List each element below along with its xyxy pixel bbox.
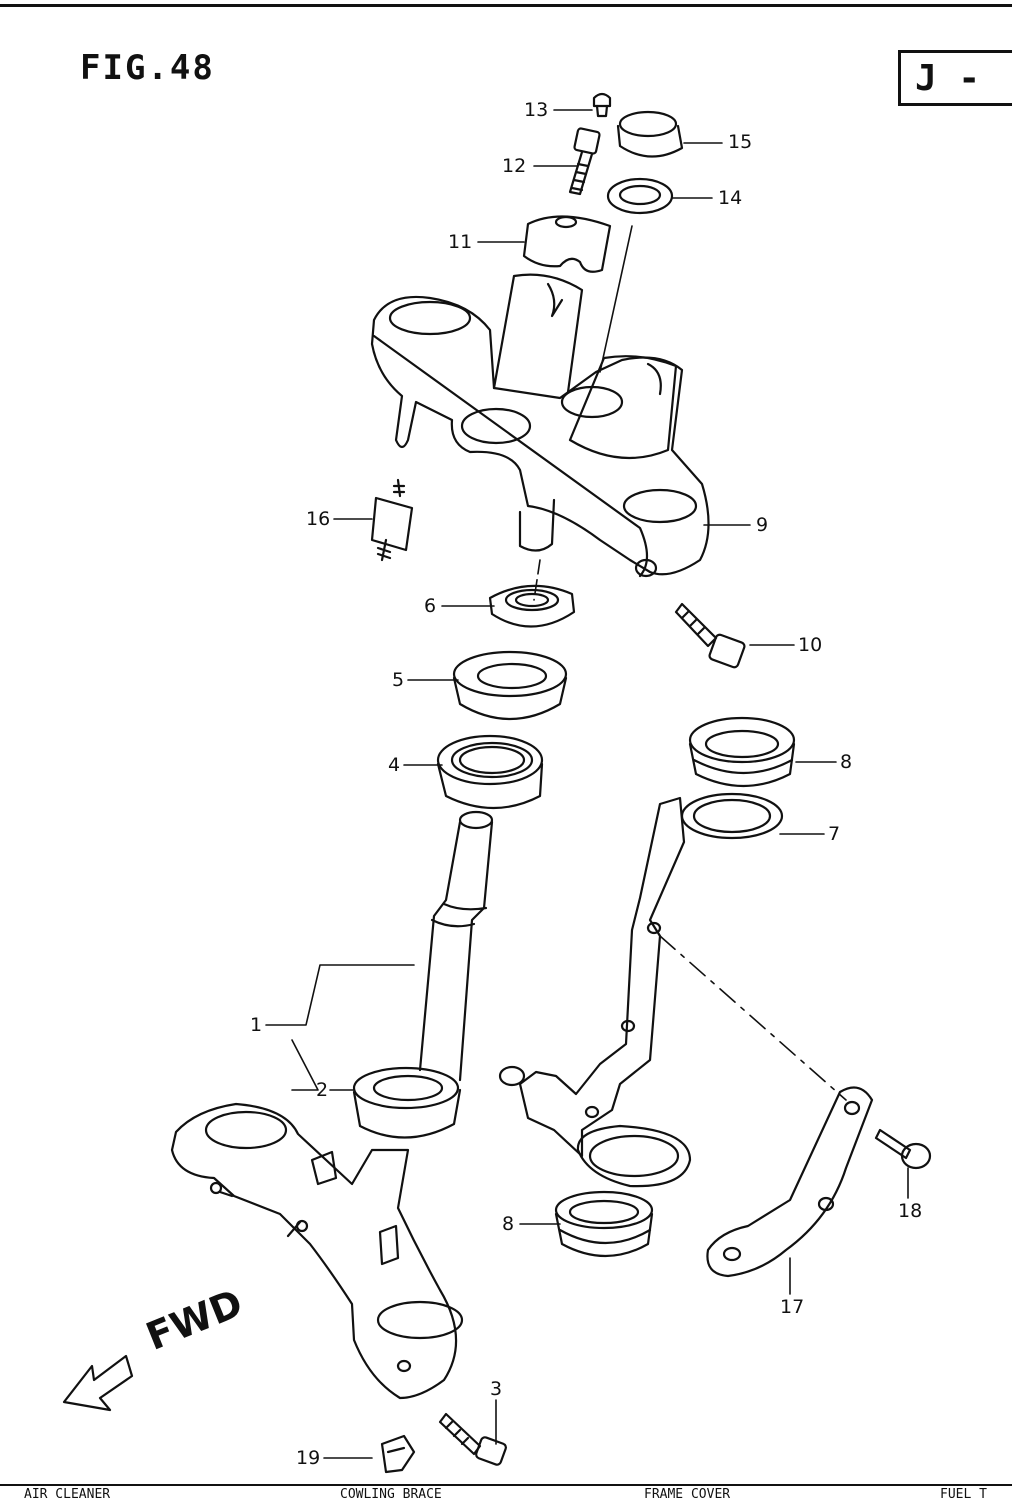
part-19-clip (380, 1434, 416, 1474)
footer-item-1: AIR CLEANER (24, 1487, 111, 1502)
part-8-seal-upper (688, 716, 796, 788)
footer-item-2: COWLING BRACE (340, 1487, 442, 1502)
part-3-bolt (438, 1412, 507, 1466)
leader-lines (265, 109, 909, 1459)
callout-7: 7 (828, 823, 841, 845)
lower-bracket (170, 1102, 464, 1400)
part-9-upper-bracket (370, 273, 710, 578)
callout-17: 17 (780, 1296, 805, 1318)
callout-10: 10 (798, 634, 823, 656)
part-6-nut (488, 584, 576, 628)
part-1-steering-stem (418, 810, 494, 1082)
part-11-handlebar-clamp (522, 215, 612, 273)
part-15-cap (616, 110, 684, 158)
callout-13: 13 (524, 99, 549, 121)
part-5-race (452, 650, 568, 720)
part-14-washer (606, 177, 674, 215)
callout-4: 4 (388, 754, 401, 776)
part-17-plate (706, 1086, 874, 1278)
callout-2: 2 (316, 1079, 329, 1101)
section-box: J - (898, 50, 1012, 106)
footer-item-4: FUEL T (940, 1487, 987, 1502)
part-10-bolt (674, 602, 746, 669)
part-2-seal (352, 1066, 462, 1139)
fwd-arrow-icon (62, 1354, 134, 1412)
callout-11: 11 (448, 231, 473, 253)
part-18-screw (874, 1128, 932, 1170)
callout-1: 1 (250, 1014, 263, 1036)
figure-title: FIG.48 (80, 48, 215, 88)
footer-index: AIR CLEANER COWLING BRACE FRAME COVER FU… (0, 1484, 1012, 1502)
part-4-bearing (436, 734, 544, 810)
part-12-bolt (568, 127, 601, 196)
callout-8-lower: 8 (502, 1213, 515, 1235)
callout-6: 6 (424, 595, 437, 617)
part-13-screw (592, 92, 612, 118)
callout-12: 12 (502, 155, 527, 177)
callout-5: 5 (392, 669, 405, 691)
callout-8-upper: 8 (840, 751, 853, 773)
part-7-headlight-bracket (498, 792, 784, 1188)
callout-18: 18 (898, 1200, 923, 1222)
callout-19: 19 (296, 1447, 321, 1469)
part-8-seal-lower (554, 1190, 654, 1258)
callout-9: 9 (756, 514, 769, 536)
callout-3: 3 (490, 1378, 503, 1400)
top-rule (0, 4, 1012, 7)
callout-15: 15 (728, 131, 753, 153)
callout-16: 16 (306, 508, 331, 530)
callout-14: 14 (718, 187, 743, 209)
part-16-damper (370, 478, 414, 562)
footer-item-3: FRAME COVER (644, 1487, 731, 1502)
